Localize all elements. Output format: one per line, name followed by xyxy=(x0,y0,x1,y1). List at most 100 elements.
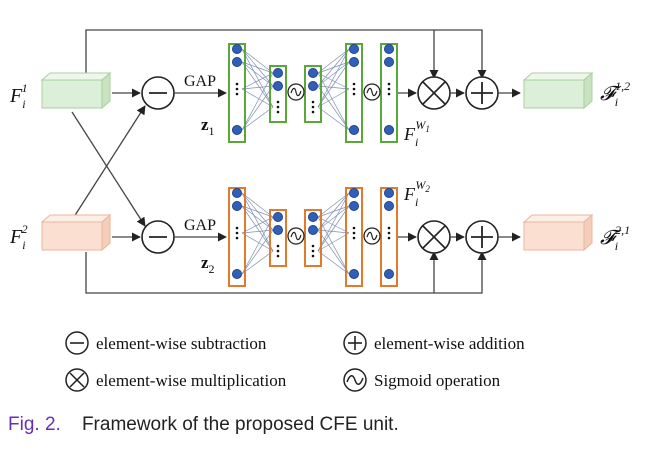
legend-sigmoid-icon xyxy=(343,368,367,392)
bottom-node-3-1 xyxy=(348,200,359,211)
bottom-ellipsis-dot-3-2 xyxy=(352,236,356,240)
top-node-2-0 xyxy=(307,68,318,79)
top-node-4-2 xyxy=(383,125,394,136)
bottom-ellipsis-dot-0-1 xyxy=(235,231,239,235)
bottom-link-1-2-1 xyxy=(317,205,350,252)
bottom-link-1-0-3 xyxy=(317,216,350,234)
figure-caption: Fig. 2. Framework of the proposed CFE un… xyxy=(8,414,399,436)
top-link-0-0-0 xyxy=(241,48,274,74)
top-ellipsis-dot-2-0 xyxy=(311,100,315,104)
bottom-ellipsis-dot-4-1 xyxy=(387,231,391,235)
top-node-3-2 xyxy=(348,125,359,136)
bottom-node-2-0 xyxy=(307,211,318,222)
top-link-1-0-2 xyxy=(317,72,350,131)
top-ellipsis-dot-3-2 xyxy=(352,92,356,96)
output-block-top-face-top xyxy=(522,72,594,81)
bottom-ellipsis-dot-2-2 xyxy=(311,254,315,258)
top-sigmoid-curve-1 xyxy=(366,87,378,97)
addition-operator-top xyxy=(465,76,499,110)
figure-caption-text: Framework of the proposed CFE unit. xyxy=(81,414,399,435)
top-node-1-0 xyxy=(272,68,283,79)
bottom-node-2-1 xyxy=(307,224,318,235)
top-link-0-3-1 xyxy=(241,85,274,90)
bottom-link-0-2-1 xyxy=(241,229,274,275)
bottom-link-1-2-0 xyxy=(317,192,350,252)
legend: element-wise subtraction element-wise ad… xyxy=(65,331,525,392)
bottom-ellipsis-dot-0-0 xyxy=(235,226,239,230)
top-layer-0 xyxy=(228,43,246,143)
top-layer-4 xyxy=(380,43,398,143)
multiplication-operator-top xyxy=(417,76,451,110)
output-label-bottom: 𝓕i2,1 xyxy=(600,223,630,253)
bottom-link-0-0-2 xyxy=(241,192,274,252)
z-label-top: z1 xyxy=(201,115,215,138)
bottom-link-1-1-1 xyxy=(317,205,350,231)
bottom-sigmoid-curve-1 xyxy=(366,231,378,241)
top-ellipsis-dot-1-2 xyxy=(276,110,280,114)
bottom-ellipsis-dot-4-0 xyxy=(387,226,391,230)
subtraction-operator-bottom xyxy=(141,220,175,254)
top-ellipsis-dot-4-1 xyxy=(387,87,391,91)
top-ellipsis-dot-1-0 xyxy=(276,100,280,104)
top-link-0-2-0 xyxy=(241,72,274,131)
figure-caption-label: Fig. 2. xyxy=(8,414,61,435)
top-ellipsis-dot-3-0 xyxy=(352,82,356,86)
legend-sigmoid-label: Sigmoid operation xyxy=(374,371,501,390)
input-block-top-face-top xyxy=(40,72,112,81)
input-label-bottom: Fi2 xyxy=(9,222,28,252)
top-layer-1 xyxy=(269,65,287,123)
bottom-ellipsis-dot-1-0 xyxy=(276,244,280,248)
legend-subtraction-icon xyxy=(65,331,89,355)
bottom-node-3-2 xyxy=(348,268,359,279)
bottom-ellipsis-dot-1-2 xyxy=(276,254,280,258)
top-link-0-2-2 xyxy=(241,106,274,131)
input-block-bottom xyxy=(40,213,112,252)
top-link-0-1-0 xyxy=(241,61,274,74)
top-link-0-3-2 xyxy=(241,88,274,108)
top-ellipsis-dot-0-1 xyxy=(235,87,239,91)
input-block-top xyxy=(40,71,112,110)
top-link-0-1-1 xyxy=(241,61,274,87)
top-link-1-2-3 xyxy=(317,88,350,108)
bottom-link-1-0-0 xyxy=(317,192,350,218)
input-block-bottom-face-top xyxy=(40,214,112,223)
weight-label-bottom: FiW2 xyxy=(403,178,430,209)
bottom-node-1-0 xyxy=(272,211,283,222)
top-link-1-1-0 xyxy=(317,48,350,87)
addition-operator-bottom xyxy=(465,220,499,254)
bottom-ellipsis-dot-3-0 xyxy=(352,226,356,230)
top-link-0-0-2 xyxy=(241,48,274,108)
input-block-top-face-front xyxy=(41,79,103,109)
fc-network-top xyxy=(228,43,398,143)
top-node-3-0 xyxy=(348,44,359,55)
bottom-layer-0 xyxy=(228,187,246,287)
top-node-4-0 xyxy=(383,44,394,55)
bottom-node-0-2 xyxy=(231,268,242,279)
skip-connection-top xyxy=(85,29,487,79)
z-label-bottom: z2 xyxy=(201,253,215,276)
input-label-top: Fi1 xyxy=(9,81,28,111)
gap-label-bottom: GAP xyxy=(184,217,216,234)
legend-multiplication-icon xyxy=(65,368,89,392)
top-node-4-1 xyxy=(383,57,394,68)
top-node-2-1 xyxy=(307,81,318,92)
bottom-link-1-2-3 xyxy=(317,232,350,252)
output-block-bottom-face-top xyxy=(522,214,594,223)
weight-label-top: FiW1 xyxy=(403,118,430,149)
cross-connections xyxy=(71,105,146,227)
multiplication-operator-bottom xyxy=(417,220,451,254)
bottom-ellipsis-dot-1-1 xyxy=(276,249,280,253)
bottom-layer-1 xyxy=(269,209,287,267)
bottom-node-0-1 xyxy=(231,200,242,211)
top-ellipsis-dot-2-2 xyxy=(311,110,315,114)
bottom-link-0-0-0 xyxy=(241,192,274,218)
bottom-link-1-1-0 xyxy=(317,192,350,231)
top-link-1-2-0 xyxy=(317,48,350,108)
bottom-link-1-2-2 xyxy=(317,250,350,275)
bottom-link-0-3-0 xyxy=(241,216,274,234)
top-link-1-1-1 xyxy=(317,61,350,87)
subtraction-operator-top xyxy=(141,76,175,110)
output-block-top xyxy=(522,71,594,110)
top-sigmoid-curve-0 xyxy=(290,87,302,97)
